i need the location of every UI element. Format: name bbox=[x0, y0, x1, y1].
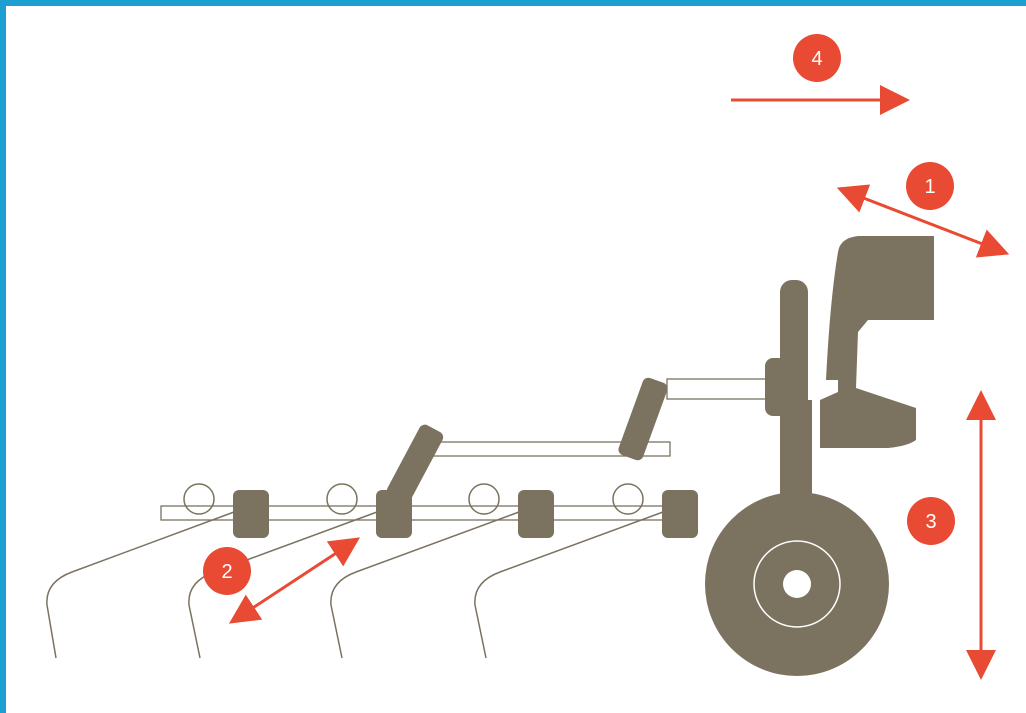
clamp-block-2 bbox=[376, 490, 412, 538]
tine-1 bbox=[46, 511, 235, 659]
clamp-blocks bbox=[233, 490, 698, 538]
marker-3: 3 bbox=[907, 497, 955, 545]
tine-pivot-2 bbox=[326, 483, 358, 515]
marker-4-label: 4 bbox=[811, 48, 822, 70]
marker-2-label: 2 bbox=[221, 561, 232, 583]
arrow-2 bbox=[228, 537, 361, 624]
clamp-block-4 bbox=[662, 490, 698, 538]
angled-post-left bbox=[386, 424, 444, 504]
spring-tines bbox=[46, 511, 664, 659]
marker-4: 4 bbox=[793, 34, 841, 82]
angled-post-right bbox=[618, 377, 668, 461]
depth-wheel-assembly bbox=[705, 280, 889, 676]
marker-3-label: 3 bbox=[925, 511, 936, 533]
clamp-block-3 bbox=[518, 490, 554, 538]
tine-4 bbox=[474, 511, 664, 659]
marker-1-label: 1 bbox=[924, 176, 935, 198]
marker-2: 2 bbox=[203, 547, 251, 595]
clamp-block-1 bbox=[233, 490, 269, 538]
top-link-bar bbox=[666, 378, 768, 400]
arrow-1 bbox=[836, 184, 1010, 258]
hitch-bracket bbox=[820, 236, 934, 448]
tine-pivot-3 bbox=[468, 483, 500, 515]
adjustment-arrows bbox=[228, 85, 1010, 680]
marker-1: 1 bbox=[906, 162, 954, 210]
depth-wheel-rim bbox=[753, 540, 841, 628]
tine-pivot-4 bbox=[612, 483, 644, 515]
depth-wheel-hub bbox=[783, 570, 811, 598]
tine-3 bbox=[330, 511, 520, 659]
tine-pivot-1 bbox=[183, 483, 215, 515]
tine-pivots bbox=[183, 483, 644, 515]
